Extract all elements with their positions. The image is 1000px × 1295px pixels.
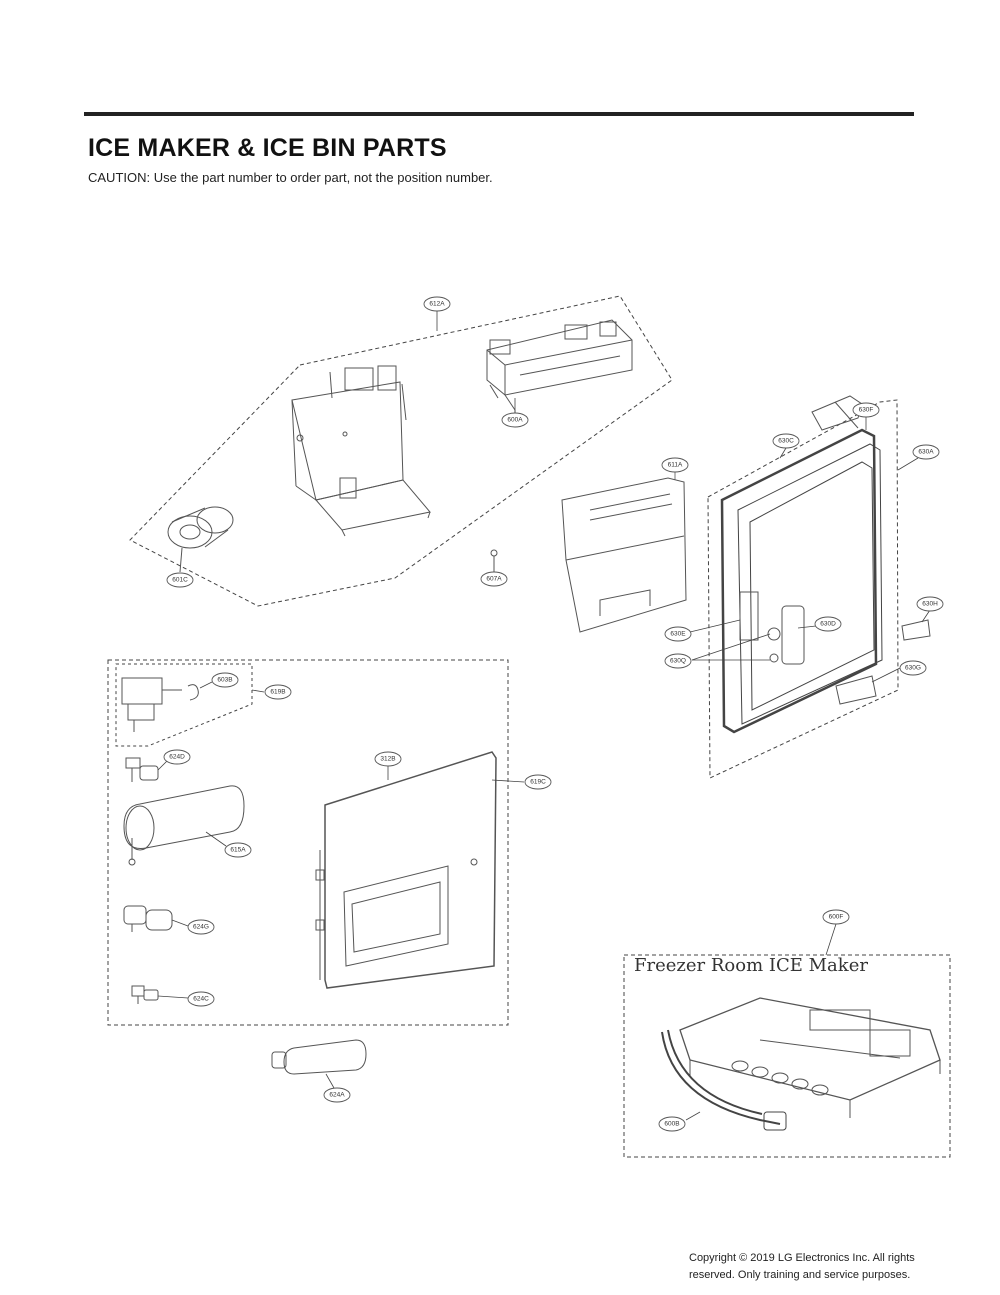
dispenser-cover <box>315 751 497 989</box>
callout-label-600F: 600F <box>829 914 844 921</box>
callout-label-630Q: 630Q <box>670 658 686 665</box>
screw-part <box>490 549 498 572</box>
callout-label-619B: 619B <box>270 689 285 696</box>
callout-label-601C: 601C <box>172 577 188 584</box>
callout-612A <box>423 296 451 312</box>
callout-label-624A: 624A <box>329 1092 345 1099</box>
callout-label-615A: 615A <box>230 847 246 854</box>
top-rule <box>84 112 914 116</box>
ice-maker-bracket <box>291 365 431 537</box>
callout-label-630H: 630H <box>922 601 938 608</box>
callout-624D <box>163 749 191 765</box>
callout-label-607A: 607A <box>486 576 502 583</box>
callout-label-624D: 624D <box>169 754 185 761</box>
callout-630A <box>912 444 940 460</box>
door-frame <box>720 428 883 734</box>
callout-label-630E: 630E <box>670 631 686 638</box>
water-filter <box>123 785 245 866</box>
callout-label-630A: 630A <box>918 449 934 456</box>
callout-624C <box>187 991 215 1007</box>
callout-label-600A: 600A <box>507 417 523 424</box>
door-handle-630D <box>739 591 805 665</box>
freezer-group-outline <box>623 954 951 1158</box>
callout-label-630G: 630G <box>905 665 921 672</box>
bypass-plug <box>271 1039 367 1075</box>
group-630A-outline <box>707 399 899 779</box>
ice-bin <box>561 472 687 633</box>
fitting-624C <box>131 985 159 1004</box>
copyright-line-1: Copyright © 2019 LG Electronics Inc. All… <box>689 1252 915 1264</box>
callout-624G <box>187 919 215 935</box>
group-612A-outline <box>129 295 673 607</box>
callout-630D <box>814 616 842 632</box>
callout-312B <box>374 751 402 767</box>
callout-label-612A: 612A <box>429 301 445 308</box>
callout-601C <box>166 572 194 588</box>
copyright-notice: Copyright © 2019 LG Electronics Inc. All… <box>689 1250 979 1284</box>
freezer-ice-maker-tray <box>679 997 941 1118</box>
callout-label-624G: 624G <box>193 924 209 931</box>
callout-label-600B: 600B <box>664 1121 679 1128</box>
callout-600B <box>658 1116 686 1132</box>
clip-630H <box>901 619 931 641</box>
ice-maker-assembly <box>486 319 633 418</box>
callout-630H <box>916 596 944 612</box>
callout-label-611A: 611A <box>668 462 683 469</box>
fitting-624D <box>125 757 159 782</box>
callout-607A <box>480 571 508 587</box>
freezer-group-label: Freezer Room ICE Maker <box>634 955 868 976</box>
callout-label-312B: 312B <box>380 756 395 763</box>
callout-630F <box>852 402 880 418</box>
callout-624A <box>323 1087 351 1103</box>
callout-630Q <box>664 653 692 669</box>
callout-615A <box>224 842 252 858</box>
caution-note: CAUTION: Use the part number to order pa… <box>88 170 493 185</box>
callout-600A <box>501 412 529 428</box>
copyright-line-2: reserved. Only training and service purp… <box>689 1269 911 1281</box>
callout-label-603B: 603B <box>217 677 232 684</box>
callout-label-630F: 630F <box>859 407 874 414</box>
callout-630G <box>899 660 927 676</box>
callout-630E <box>664 626 692 642</box>
callout-label-630C: 630C <box>778 438 794 445</box>
gear-part <box>167 506 234 573</box>
page-title: ICE MAKER & ICE BIN PARTS <box>88 134 447 162</box>
callout-611A <box>661 457 689 473</box>
callout-label-630D: 630D <box>820 621 836 628</box>
fitting-624G <box>123 905 173 932</box>
callout-label-624C: 624C <box>193 996 209 1003</box>
callout-619C <box>524 774 552 790</box>
callout-619B <box>264 684 292 700</box>
callout-603B <box>211 672 239 688</box>
group-619C-outline <box>107 659 509 1026</box>
water-valve <box>121 677 199 732</box>
callout-label-619C: 619C <box>530 779 546 786</box>
callout-600F <box>822 909 850 925</box>
freezer-wire-harness <box>661 1029 787 1131</box>
callout-630C <box>772 433 800 449</box>
bracket-630G <box>835 675 877 705</box>
